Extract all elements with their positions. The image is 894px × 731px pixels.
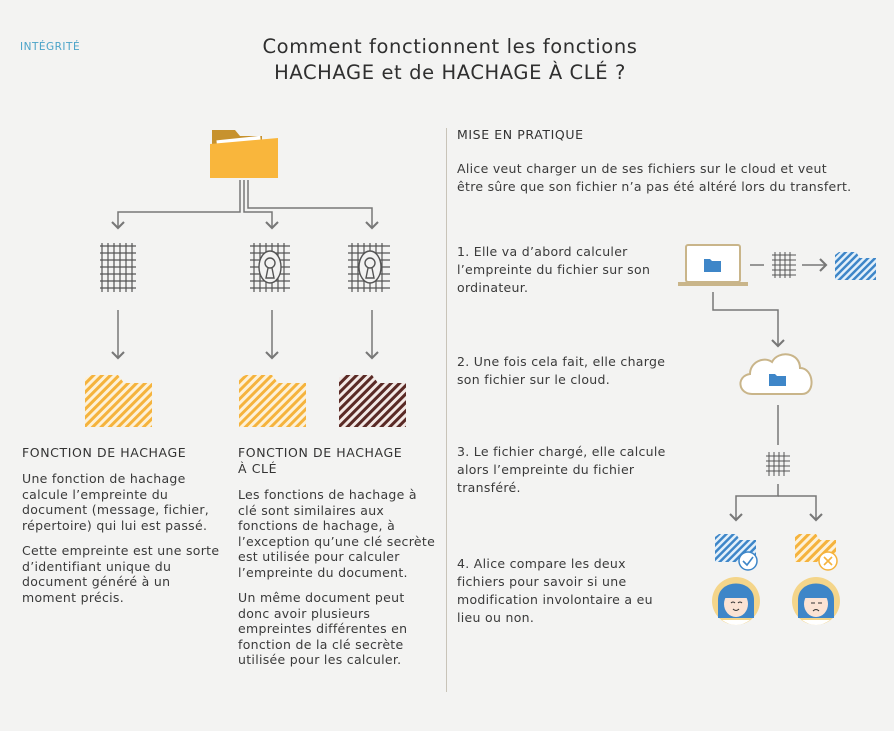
keyed-hash-paragraph-2: Un même document peut donc avoir plusieu… — [238, 590, 408, 667]
hash-function-paragraph-1: Une fonction de hachage calcule l’emprei… — [22, 471, 210, 533]
keyed-hash-heading: FONCTION DE HACHAGE À CLÉ — [238, 445, 438, 477]
hash-function-heading: FONCTION DE HACHAGE — [22, 445, 187, 460]
column-divider — [446, 128, 447, 692]
cloud-icon — [739, 353, 813, 395]
practice-heading: MISE EN PRATIQUE — [457, 127, 584, 142]
source-folder-icon — [210, 130, 278, 178]
keyhole-hash-icon — [250, 243, 290, 292]
cross-icon — [818, 551, 838, 571]
avatar-worried-icon — [792, 577, 840, 625]
hash-function-section: FONCTION DE HACHAGE Une fonction de hach… — [22, 445, 222, 605]
practice-intro: Alice veut charger un de ses fichiers su… — [457, 161, 852, 194]
section-tag: INTÉGRITÉ — [20, 41, 81, 53]
keyed-hash-section: FONCTION DE HACHAGE À CLÉ Les fonctions … — [238, 445, 438, 668]
cloud-grid-hash-icon — [766, 452, 790, 476]
practice-step-1: 1. Elle va d’abord calculer l’empreinte … — [457, 244, 651, 295]
page-title: Comment fonctionnent les fonctions HACHA… — [150, 34, 750, 86]
practice-step-2: 2. Une fois cela fait, elle charge son f… — [457, 354, 666, 387]
local-hash-folder-icon — [835, 252, 876, 280]
grid-hash-icon — [100, 243, 136, 292]
title-line-1: Comment fonctionnent les fonctions — [262, 35, 638, 58]
title-line-2: HACHAGE et de HACHAGE À CLÉ ? — [274, 61, 626, 84]
practice-step-4: 4. Alice compare les deux fichiers pour … — [457, 556, 653, 625]
hash-folder-icon — [85, 375, 152, 427]
avatar-happy-icon — [712, 577, 760, 625]
keyhole-hash-icon-2 — [348, 243, 390, 292]
laptop-icon — [678, 244, 748, 286]
small-grid-hash-icon — [772, 252, 796, 278]
keyed-folder-dark-icon — [339, 375, 406, 427]
practice-step-3: 3. Le fichier chargé, elle calcule alors… — [457, 444, 666, 495]
check-icon — [738, 551, 758, 571]
keyed-hash-heading-line-2: À CLÉ — [238, 461, 278, 476]
hash-function-paragraph-2: Cette empreinte est une sorte d’identifi… — [22, 543, 220, 605]
keyed-hash-heading-line-1: FONCTION DE HACHAGE — [238, 445, 403, 460]
laptop-flow-arrows — [712, 258, 828, 522]
branch-connectors — [111, 180, 379, 360]
keyed-folder-orange-icon — [239, 375, 306, 427]
keyed-hash-paragraph-1: Les fonctions de hachage à clé sont simi… — [238, 487, 436, 580]
